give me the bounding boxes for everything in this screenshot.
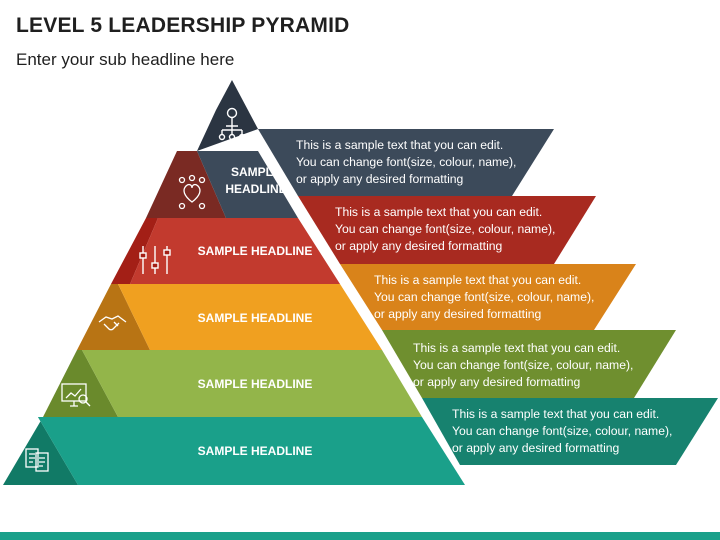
level-3-desc-line2: You can change font(size, colour, name), [374, 290, 595, 304]
level-5-desc-line3: or apply any desired formatting [452, 441, 620, 455]
level-2-headline-band [130, 218, 340, 284]
level-3-desc-line1: This is a sample text that you can edit. [374, 273, 582, 287]
level-3-icon-strip [111, 218, 158, 284]
handshake-icon [98, 315, 127, 331]
level-1-desc-line3: or apply any desired formatting [296, 172, 464, 186]
level-1-headline: SAMPLE HEADLINE [216, 164, 296, 198]
level-1-desc-line1: This is a sample text that you can edit. [296, 138, 504, 152]
level-5-description: This is a sample text that you can edit.… [452, 406, 672, 457]
network-heart-icon [178, 174, 206, 210]
level-4-description: This is a sample text that you can edit.… [413, 340, 633, 391]
level-2-desc-line1: This is a sample text that you can edit. [335, 205, 543, 219]
level-4-headline-band [82, 350, 422, 417]
level-1-headline-line1: SAMPLE [230, 165, 281, 179]
level-2-description: This is a sample text that you can edit.… [335, 204, 555, 255]
level-4-text-band [382, 330, 676, 398]
level-1-text-band [258, 129, 554, 196]
level-4-desc-line2: You can change font(size, colour, name), [413, 358, 634, 372]
level-2-headline: SAMPLE HEADLINE [197, 244, 313, 258]
level-3-headline: SAMPLE HEADLINE [197, 311, 313, 325]
level-5-headline-band [38, 417, 465, 485]
level-2-icon-strip [146, 151, 226, 218]
level-2-desc-line2: You can change font(size, colour, name), [335, 222, 556, 236]
level-5-text-band [422, 398, 718, 465]
level-1-desc-line2: You can change font(size, colour, name), [296, 155, 517, 169]
level-1-headline-line2: HEADLINE [225, 182, 287, 196]
level-5-desc-line1: This is a sample text that you can edit. [452, 407, 660, 421]
level-2-text-band [298, 196, 596, 264]
slide-subtitle: Enter your sub headline here [16, 50, 235, 69]
level-3-headline-band [118, 284, 382, 350]
level-5-headline: SAMPLE HEADLINE [197, 444, 313, 458]
presentation-icon [61, 383, 91, 407]
level-3-text-band [340, 264, 636, 330]
sliders-icon [139, 246, 171, 274]
level-4-desc-line3: or apply any desired formatting [413, 375, 581, 389]
documents-icon [25, 448, 49, 472]
slide-title: LEVEL 5 LEADERSHIP PYRAMID [16, 14, 350, 37]
level-4-headline: SAMPLE HEADLINE [197, 377, 313, 391]
team-hierarchy-icon [218, 107, 246, 146]
level-5-desc-line2: You can change font(size, colour, name), [452, 424, 673, 438]
level-4-icon-strip [77, 284, 150, 350]
level-4-desc-line1: This is a sample text that you can edit. [413, 341, 621, 355]
level-3-desc-line3: or apply any desired formatting [374, 307, 542, 321]
level-3-description: This is a sample text that you can edit.… [374, 272, 594, 323]
bottom-accent-bar [0, 532, 720, 540]
level-1-headline-band [197, 151, 298, 218]
level-2-desc-line3: or apply any desired formatting [335, 239, 503, 253]
level-1-description: This is a sample text that you can edit.… [296, 137, 516, 188]
level-6-icon-strip [3, 417, 78, 485]
